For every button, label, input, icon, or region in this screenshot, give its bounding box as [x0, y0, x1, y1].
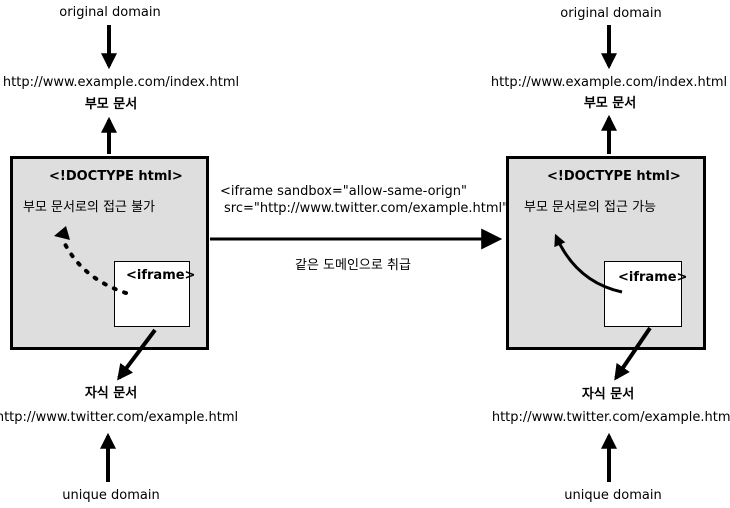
right-doctype-label: <!DOCTYPE html>	[547, 169, 681, 184]
right-parent-title: 부모 문서	[583, 96, 637, 111]
right-allowed-access-arrow	[554, 233, 623, 294]
left-parent-title: 부모 문서	[84, 97, 138, 112]
left-child-arrow	[117, 328, 157, 381]
right-access-text: 부모 문서로의 접근 가능	[524, 200, 656, 215]
iframe-code-line-2: src="http://www.twitter.com/example.html…	[224, 201, 520, 216]
left-access-text: 부모 문서로의 접근 불가	[23, 200, 155, 215]
right-parent-url: http://www.example.com/index.html	[490, 75, 728, 90]
left-parent-url: http://www.example.com/index.html	[2, 75, 240, 90]
same-domain-caption: 같은 도메인으로 취급	[295, 258, 411, 273]
iframe-code-line-1: <iframe sandbox="allow-same-orign"	[220, 184, 467, 199]
left-original-domain-label: original domain	[59, 5, 161, 20]
right-child-arrow	[614, 326, 652, 381]
right-child-title: 자식 문서	[581, 387, 635, 402]
left-child-url: http://www.twitter.com/example.html	[0, 410, 239, 425]
right-original-domain-label: original domain	[560, 6, 662, 21]
left-doctype-label: <!DOCTYPE html>	[49, 169, 183, 184]
right-child-url: http://www.twitter.com/example.html	[491, 410, 730, 425]
left-unique-domain-label: unique domain	[62, 488, 160, 503]
right-iframe-box	[604, 261, 682, 327]
left-blocked-dotted-arrow	[60, 236, 128, 295]
left-child-title: 자식 문서	[84, 386, 138, 401]
left-iframe-label: <iframe>	[126, 268, 196, 283]
left-blocked-arrowhead	[54, 226, 70, 240]
right-iframe-label: <iframe>	[618, 270, 688, 285]
right-unique-domain-label: unique domain	[564, 488, 662, 503]
